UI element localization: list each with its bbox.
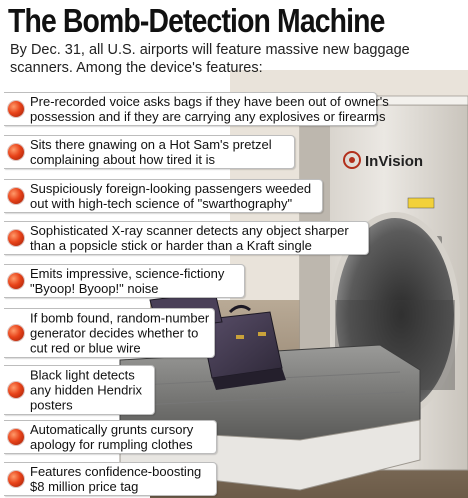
feature-text: Sophisticated X-ray scanner detects any … [30,223,349,253]
feature-text: Black light detects any hidden Hendrix p… [30,367,143,413]
feature-item: Emits impressive, science-fictiony "Byoo… [4,264,245,298]
bullet-icon [8,230,24,246]
feature-text: If bomb found, random-number generator d… [30,310,210,356]
bullet-icon [8,429,24,445]
feature-text: Emits impressive, science-fictiony "Byoo… [30,266,225,296]
feature-text: Suspiciously foreign-looking passengers … [30,181,312,211]
suitcase [199,305,286,390]
bullet-icon [8,471,24,487]
feature-item: Suspiciously foreign-looking passengers … [4,179,323,213]
bullet-icon [8,188,24,204]
page-title: The Bomb-Detection Machine [8,2,385,39]
bullet-icon [8,325,24,341]
brand-plate [343,151,361,169]
warning-sticker [407,197,435,209]
bullet-icon [8,101,24,117]
feature-item: If bomb found, random-number generator d… [4,308,215,358]
feature-text: Automatically grunts cursory apology for… [30,422,194,452]
brand-label: InVision [365,153,423,170]
bullet-icon [8,144,24,160]
feature-text: Features confidence-boosting $8 million … [30,464,202,494]
feature-item: Sophisticated X-ray scanner detects any … [4,221,369,255]
feature-item: Automatically grunts cursory apology for… [4,420,217,454]
feature-text: Pre-recorded voice asks bags if they hav… [30,94,389,124]
feature-item: Features confidence-boosting $8 million … [4,462,217,496]
subtitle: By Dec. 31, all U.S. airports will featu… [10,42,410,76]
feature-text: Sits there gnawing on a Hot Sam's pretze… [30,137,272,167]
bullet-icon [8,273,24,289]
bullet-icon [8,382,24,398]
feature-item: Pre-recorded voice asks bags if they hav… [4,92,389,126]
feature-item: Black light detects any hidden Hendrix p… [4,365,155,415]
feature-item: Sits there gnawing on a Hot Sam's pretze… [4,135,295,169]
